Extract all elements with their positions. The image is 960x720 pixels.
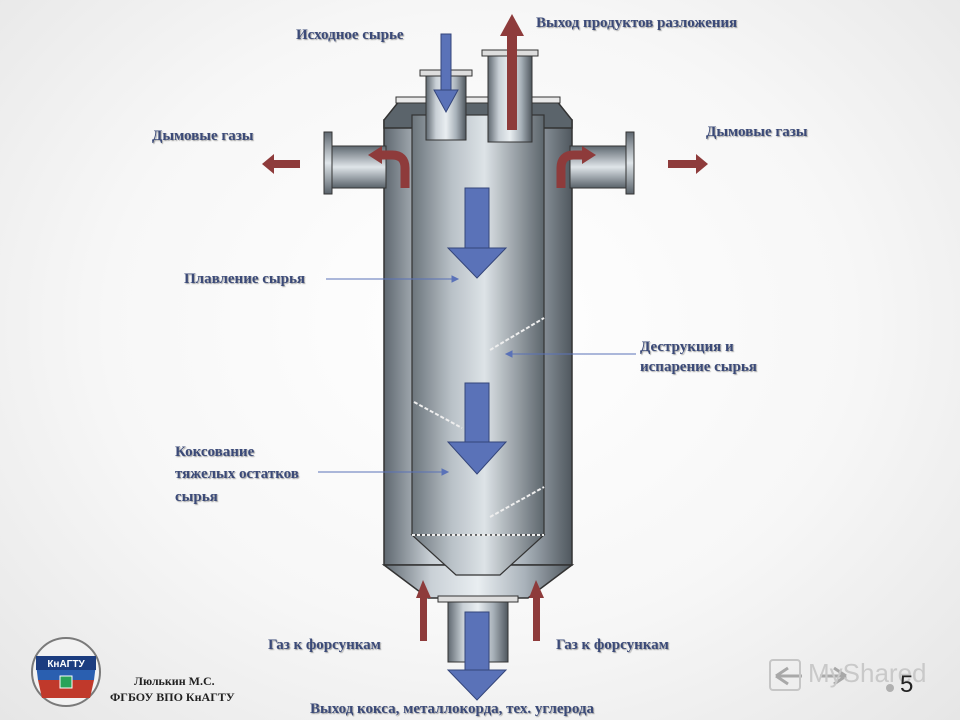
flue-nozzle-right: [569, 131, 635, 195]
label-decomp-out: Выход продуктов разложения: [536, 15, 738, 31]
label-coking-1: Коксование: [175, 444, 255, 460]
footer-author: Люлькин М.С.: [134, 674, 215, 688]
footer-org: ФГБОУ ВПО КнАГТУ: [110, 690, 235, 704]
label-coke-out: Выход кокса, металлокорда, тех. углерода: [310, 701, 595, 717]
prev-nav-button[interactable]: [769, 659, 802, 691]
label-coking-3: сырья: [175, 489, 218, 505]
label-melting: Плавление сырья: [184, 271, 306, 287]
coke-out-arrow: [446, 611, 508, 701]
label-flue-right: Дымовые газы: [706, 124, 808, 140]
label-destruction-1: Деструкция и: [640, 339, 734, 355]
label-gas-right: Газ к форсункам: [556, 637, 669, 653]
leader-lines: [318, 275, 636, 476]
slide-number: 5: [900, 671, 914, 698]
university-logo: КнАГТУ: [31, 637, 101, 707]
label-flue-left: Дымовые газы: [152, 128, 254, 144]
next-nav-button[interactable]: [820, 666, 847, 686]
flue-arrow-left-outer: [262, 154, 300, 174]
baffles: [413, 317, 545, 518]
label-gas-left: Газ к форсункам: [268, 637, 381, 653]
label-destruction-2: испарение сырья: [640, 359, 757, 375]
flow-arrow-upper: [446, 187, 508, 279]
feed-in-arrow: [433, 33, 459, 114]
gas-arrow-right: [529, 580, 544, 641]
flue-arrow-right-inner: [556, 146, 596, 188]
watermark-text: MyShared: [808, 658, 927, 688]
flow-arrow-lower: [446, 382, 508, 475]
decomp-out-arrow: [500, 14, 524, 130]
flue-arrow-left-inner: [368, 146, 410, 188]
gas-arrow-left: [416, 580, 431, 641]
flue-nozzle-left: [323, 131, 387, 195]
flue-arrow-right-outer: [668, 154, 708, 174]
label-feed-in: Исходное сырье: [296, 27, 404, 43]
inner-cylinder: [410, 114, 546, 576]
slide-bullet-icon: [886, 684, 894, 692]
logo-text: КнАГТУ: [47, 659, 85, 670]
label-coking-2: тяжелых остатков: [175, 466, 299, 482]
